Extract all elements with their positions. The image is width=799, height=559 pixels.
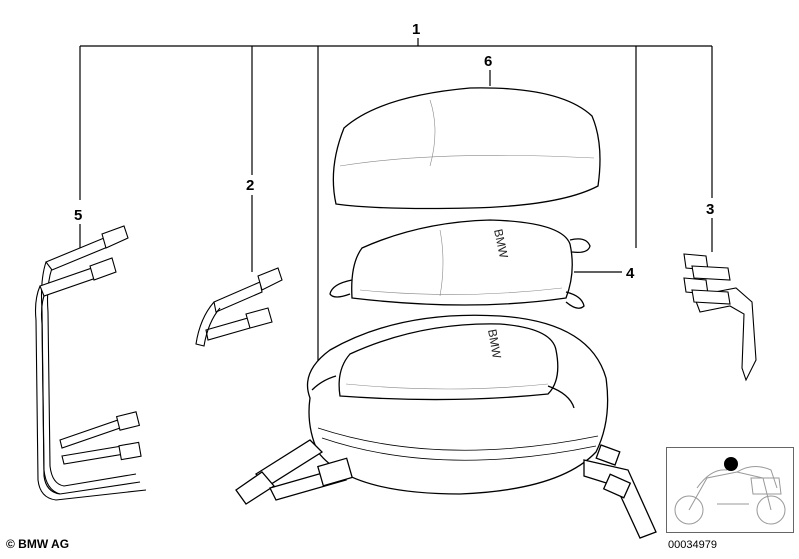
- part-5-strap-set: [34, 225, 147, 501]
- brand-mark-upper: BMW: [491, 228, 511, 260]
- motorcycle-silhouette-icon: [674, 457, 786, 525]
- callout-5: 5: [74, 207, 82, 224]
- locator-dot: [724, 457, 738, 471]
- image-id-text: 00034979: [668, 539, 717, 551]
- part-4-inner-bag: [329, 219, 591, 309]
- locator-thumbnail: [666, 447, 794, 533]
- callout-labels: 1 2 3 4 5 6: [74, 21, 714, 282]
- part-3-mounting-bracket: [683, 253, 757, 382]
- copyright-text: © BMW AG: [6, 537, 70, 551]
- callout-4: 4: [626, 265, 635, 282]
- callout-3: 3: [706, 201, 714, 218]
- callout-1: 1: [412, 21, 420, 38]
- part-2-short-straps: [195, 267, 283, 347]
- callout-6: 6: [484, 53, 492, 70]
- leader-lines: [79, 38, 713, 372]
- part-6-cover: [332, 87, 601, 210]
- main-case: [235, 314, 657, 539]
- callout-2: 2: [246, 177, 254, 194]
- brand-mark-lower: BMW: [485, 328, 504, 360]
